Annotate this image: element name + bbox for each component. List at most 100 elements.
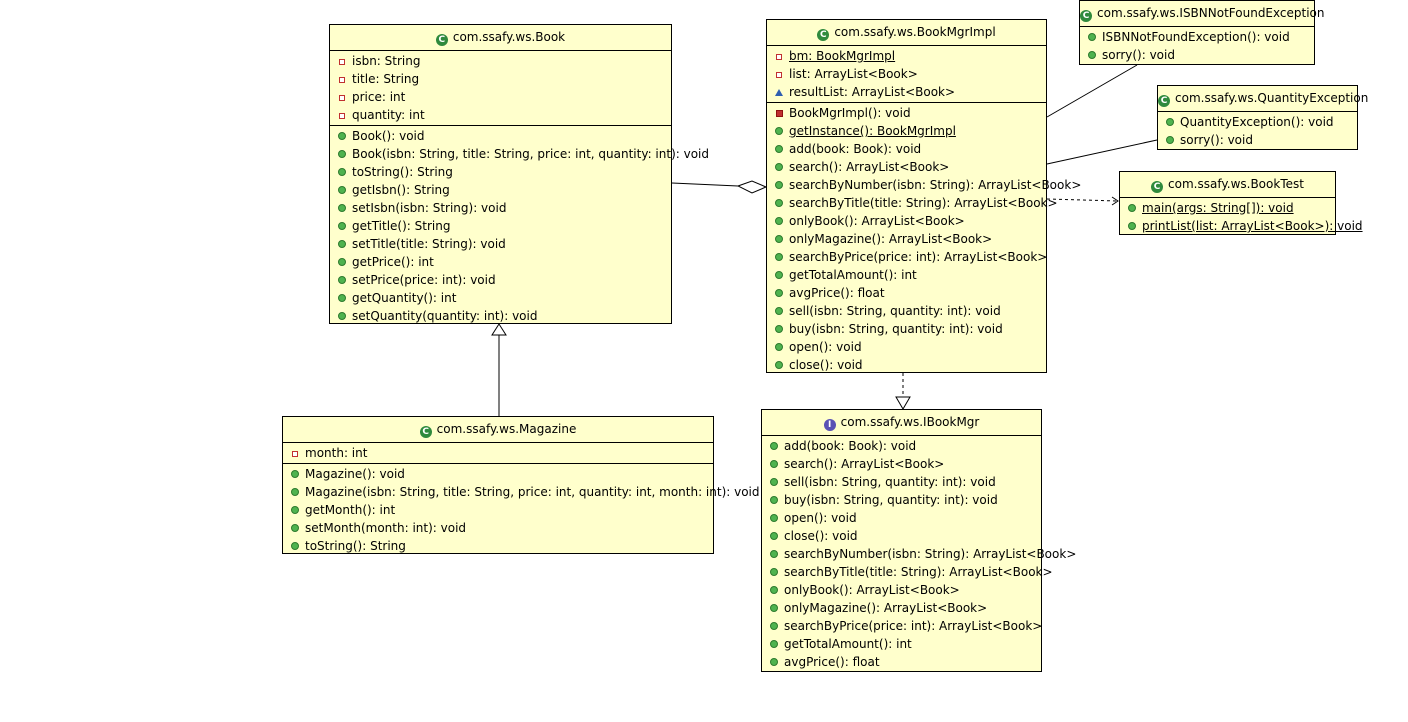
attribute-row[interactable]: quantity: int xyxy=(330,106,671,124)
attribute-row[interactable]: bm: BookMgrImpl xyxy=(767,47,1046,65)
public-method-icon xyxy=(335,289,349,307)
operation-text: open(): void xyxy=(789,340,862,354)
operation-text: sell(isbn: String, quantity: int): void xyxy=(784,475,996,489)
public-method-icon xyxy=(1125,199,1139,217)
operation-row[interactable]: searchByTitle(title: String): ArrayList<… xyxy=(762,563,1053,581)
operation-row[interactable]: buy(isbn: String, quantity: int): void xyxy=(767,320,1046,338)
dependency-arrowhead xyxy=(1111,196,1119,206)
operation-row[interactable]: searchByNumber(isbn: String): ArrayList<… xyxy=(762,545,1076,563)
operation-row[interactable]: onlyBook(): ArrayList<Book> xyxy=(767,212,1046,230)
operation-row[interactable]: setMonth(month: int): void xyxy=(283,519,713,537)
private-field-icon xyxy=(335,106,349,124)
public-method-icon xyxy=(772,140,786,158)
operation-row[interactable]: toString(): String xyxy=(283,537,713,555)
operation-row[interactable]: printList(list: ArrayList<Book>): void xyxy=(1120,217,1363,235)
operation-row[interactable]: QuantityException(): void xyxy=(1158,113,1357,131)
operation-text: setQuantity(quantity: int): void xyxy=(352,309,538,323)
operation-row[interactable]: Book(): void xyxy=(330,127,671,145)
attribute-row[interactable]: resultList: ArrayList<Book> xyxy=(767,83,1046,101)
operation-text: add(book: Book): void xyxy=(784,439,917,453)
attribute-row[interactable]: price: int xyxy=(330,88,671,106)
operation-row[interactable]: search(): ArrayList<Book> xyxy=(762,455,1041,473)
operation-row[interactable]: close(): void xyxy=(767,356,1046,374)
operation-row[interactable]: getIsbn(): String xyxy=(330,181,671,199)
operation-row[interactable]: setIsbn(isbn: String): void xyxy=(330,199,671,217)
operation-row[interactable]: getQuantity(): int xyxy=(330,289,671,307)
operation-text: getTitle(): String xyxy=(352,219,451,233)
public-method-icon xyxy=(1085,46,1099,64)
operation-row[interactable]: Magazine(isbn: String, title: String, pr… xyxy=(283,483,760,501)
operation-row[interactable]: searchByNumber(isbn: String): ArrayList<… xyxy=(767,176,1081,194)
private-field-icon xyxy=(288,444,302,462)
operation-row[interactable]: getPrice(): int xyxy=(330,253,671,271)
public-method-icon xyxy=(335,127,349,145)
operation-text: getQuantity(): int xyxy=(352,291,457,305)
public-method-icon xyxy=(767,617,781,635)
operation-row[interactable]: setPrice(price: int): void xyxy=(330,271,671,289)
generalization-arrowhead xyxy=(491,323,507,336)
public-method-icon xyxy=(772,338,786,356)
public-method-icon xyxy=(1163,113,1177,131)
operation-row[interactable]: Magazine(): void xyxy=(283,465,713,483)
operation-row[interactable]: toString(): String xyxy=(330,163,671,181)
operation-row[interactable]: avgPrice(): float xyxy=(767,284,1046,302)
operation-row[interactable]: add(book: Book): void xyxy=(767,140,1046,158)
operation-row[interactable]: open(): void xyxy=(762,509,1041,527)
operation-row[interactable]: close(): void xyxy=(762,527,1041,545)
operation-row[interactable]: main(args: String[]): void xyxy=(1120,199,1335,217)
operation-row[interactable]: getMonth(): int xyxy=(283,501,713,519)
public-method-icon xyxy=(288,501,302,519)
attribute-row[interactable]: list: ArrayList<Book> xyxy=(767,65,1046,83)
operation-row[interactable]: searchByPrice(price: int): ArrayList<Boo… xyxy=(762,617,1042,635)
public-method-icon xyxy=(767,653,781,671)
operation-row[interactable]: onlyBook(): ArrayList<Book> xyxy=(762,581,1041,599)
operation-row[interactable]: getInstance(): BookMgrImpl xyxy=(767,122,1046,140)
operation-row[interactable]: setTitle(title: String): void xyxy=(330,235,671,253)
operation-row[interactable]: buy(isbn: String, quantity: int): void xyxy=(762,491,1041,509)
public-method-icon xyxy=(767,563,781,581)
operation-text: Magazine(isbn: String, title: String, pr… xyxy=(305,485,760,499)
public-method-icon xyxy=(772,356,786,374)
operation-text: onlyBook(): ArrayList<Book> xyxy=(789,214,965,228)
public-method-icon xyxy=(767,635,781,653)
operation-row[interactable]: BookMgrImpl(): void xyxy=(767,104,1046,122)
operation-row[interactable]: avgPrice(): float xyxy=(762,653,1041,671)
operation-row[interactable]: open(): void xyxy=(767,338,1046,356)
attribute-row[interactable]: title: String xyxy=(330,70,671,88)
isbn-exception-line xyxy=(1046,64,1138,118)
operation-row[interactable]: add(book: Book): void xyxy=(762,437,1041,455)
private-method-icon xyxy=(772,104,786,122)
operation-row[interactable]: search(): ArrayList<Book> xyxy=(767,158,1046,176)
public-method-icon xyxy=(772,122,786,140)
operation-row[interactable]: searchByPrice(price: int): ArrayList<Boo… xyxy=(767,248,1047,266)
operation-row[interactable]: sorry(): void xyxy=(1158,131,1357,149)
attribute-row[interactable]: isbn: String xyxy=(330,52,671,70)
operation-row[interactable]: setQuantity(quantity: int): void xyxy=(330,307,671,325)
operation-row[interactable]: sorry(): void xyxy=(1080,46,1314,64)
operation-row[interactable]: onlyMagazine(): ArrayList<Book> xyxy=(762,599,1041,617)
operation-row[interactable]: getTotalAmount(): int xyxy=(767,266,1046,284)
operation-row[interactable]: getTitle(): String xyxy=(330,217,671,235)
operation-row[interactable]: searchByTitle(title: String): ArrayList<… xyxy=(767,194,1058,212)
operation-row[interactable]: onlyMagazine(): ArrayList<Book> xyxy=(767,230,1046,248)
operation-text: onlyMagazine(): ArrayList<Book> xyxy=(784,601,988,615)
operation-text: getInstance(): BookMgrImpl xyxy=(789,124,956,138)
private-field-icon xyxy=(335,70,349,88)
operation-row[interactable]: sell(isbn: String, quantity: int): void xyxy=(762,473,1041,491)
operation-row[interactable]: Book(isbn: String, title: String, price:… xyxy=(330,145,709,163)
attribute-row[interactable]: month: int xyxy=(283,444,713,462)
operation-row[interactable]: ISBNNotFoundException(): void xyxy=(1080,28,1314,46)
operation-row[interactable]: sell(isbn: String, quantity: int): void xyxy=(767,302,1046,320)
public-method-icon xyxy=(767,455,781,473)
public-method-icon xyxy=(772,284,786,302)
operation-row[interactable]: getTotalAmount(): int xyxy=(762,635,1041,653)
